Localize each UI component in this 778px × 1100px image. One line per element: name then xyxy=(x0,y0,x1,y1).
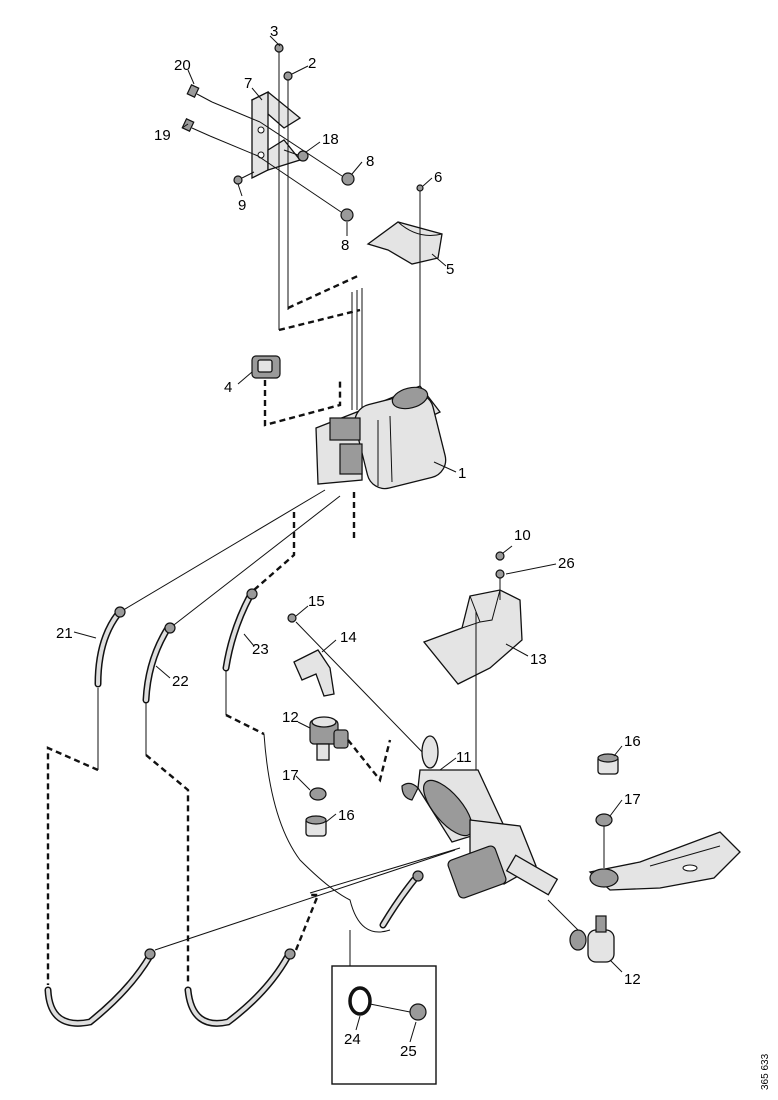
bolt-19 xyxy=(181,117,259,157)
callout-6: 6 xyxy=(434,169,442,186)
hose-pump-feed xyxy=(309,847,461,929)
nut-25 xyxy=(369,1003,427,1021)
hose-23 xyxy=(222,588,258,715)
callout-12-upper: 12 xyxy=(282,709,299,726)
nut-17-left xyxy=(309,787,327,801)
callout-5: 5 xyxy=(446,261,454,278)
cap-16-right xyxy=(597,753,619,775)
callout-17-left: 17 xyxy=(282,767,299,784)
callout-21: 21 xyxy=(56,625,73,642)
callout-22: 22 xyxy=(172,673,189,690)
screw-9 xyxy=(233,171,255,185)
circulation-pump xyxy=(401,735,559,899)
nut-17-right xyxy=(595,813,613,868)
cap-16-left xyxy=(305,815,327,837)
callout-19: 19 xyxy=(154,127,171,144)
callout-14: 14 xyxy=(340,629,357,646)
callout-10: 10 xyxy=(514,527,531,544)
callout-15: 15 xyxy=(308,593,325,610)
callout-25: 25 xyxy=(400,1043,417,1060)
connector-plug xyxy=(251,355,342,427)
screw-10 xyxy=(495,551,505,561)
callout-3: 3 xyxy=(270,23,278,40)
screw-15 xyxy=(287,613,429,759)
callout-8-upper: 8 xyxy=(366,153,374,170)
hose-connector-upper xyxy=(309,716,392,783)
callout-8-lower: 8 xyxy=(341,237,349,254)
screw-3 xyxy=(274,43,284,60)
bracket-14 xyxy=(293,649,335,697)
callout-13: 13 xyxy=(530,651,547,668)
callout-18: 18 xyxy=(322,131,339,148)
nut-18 xyxy=(283,149,309,162)
figure-reference: 365 633 xyxy=(760,1053,771,1090)
leader-lines xyxy=(73,35,623,1043)
heater-unit xyxy=(315,385,447,490)
o-ring-24 xyxy=(348,986,372,1016)
callout-23: 23 xyxy=(252,641,269,658)
callout-16-left: 16 xyxy=(338,807,355,824)
bolt-20 xyxy=(186,83,261,123)
callout-17-right: 17 xyxy=(624,791,641,808)
bracket-13 xyxy=(422,589,523,685)
callout-9: 9 xyxy=(238,197,246,214)
hose-22 xyxy=(142,622,176,755)
hose-21 xyxy=(94,606,126,770)
mounting-bracket xyxy=(250,90,302,180)
callout-7: 7 xyxy=(244,75,252,92)
callout-20: 20 xyxy=(174,57,191,74)
screw-6 xyxy=(416,184,424,390)
callout-26: 26 xyxy=(558,555,575,572)
hose-connector-lower xyxy=(547,899,615,963)
callout-24: 24 xyxy=(344,1031,361,1048)
callout-16-right: 16 xyxy=(624,733,641,750)
callout-12-lower: 12 xyxy=(624,971,641,988)
callout-4: 4 xyxy=(224,379,232,396)
detail-inset xyxy=(331,965,437,1085)
callout-labels: 3 2 20 7 19 18 8 9 8 6 5 4 1 10 26 15 14… xyxy=(56,23,641,1060)
mounting-arm xyxy=(588,831,741,891)
hose-lower-left xyxy=(44,849,456,1027)
callout-11: 11 xyxy=(456,749,472,766)
callout-1: 1 xyxy=(458,465,466,482)
cover-plate xyxy=(366,221,443,265)
nut-8-upper xyxy=(259,121,355,186)
nut-8-lower xyxy=(257,155,354,222)
callout-2: 2 xyxy=(308,55,316,72)
screw-2 xyxy=(283,71,293,88)
hose-lower-right xyxy=(184,893,320,1027)
